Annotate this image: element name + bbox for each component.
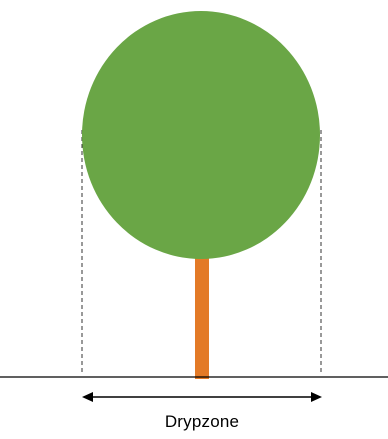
- drypzone-label: Drypzone: [0, 412, 388, 432]
- right-arrowhead: [311, 392, 322, 402]
- left-arrowhead: [82, 392, 93, 402]
- tree-crown: [82, 11, 320, 259]
- tree-trunk: [195, 255, 209, 379]
